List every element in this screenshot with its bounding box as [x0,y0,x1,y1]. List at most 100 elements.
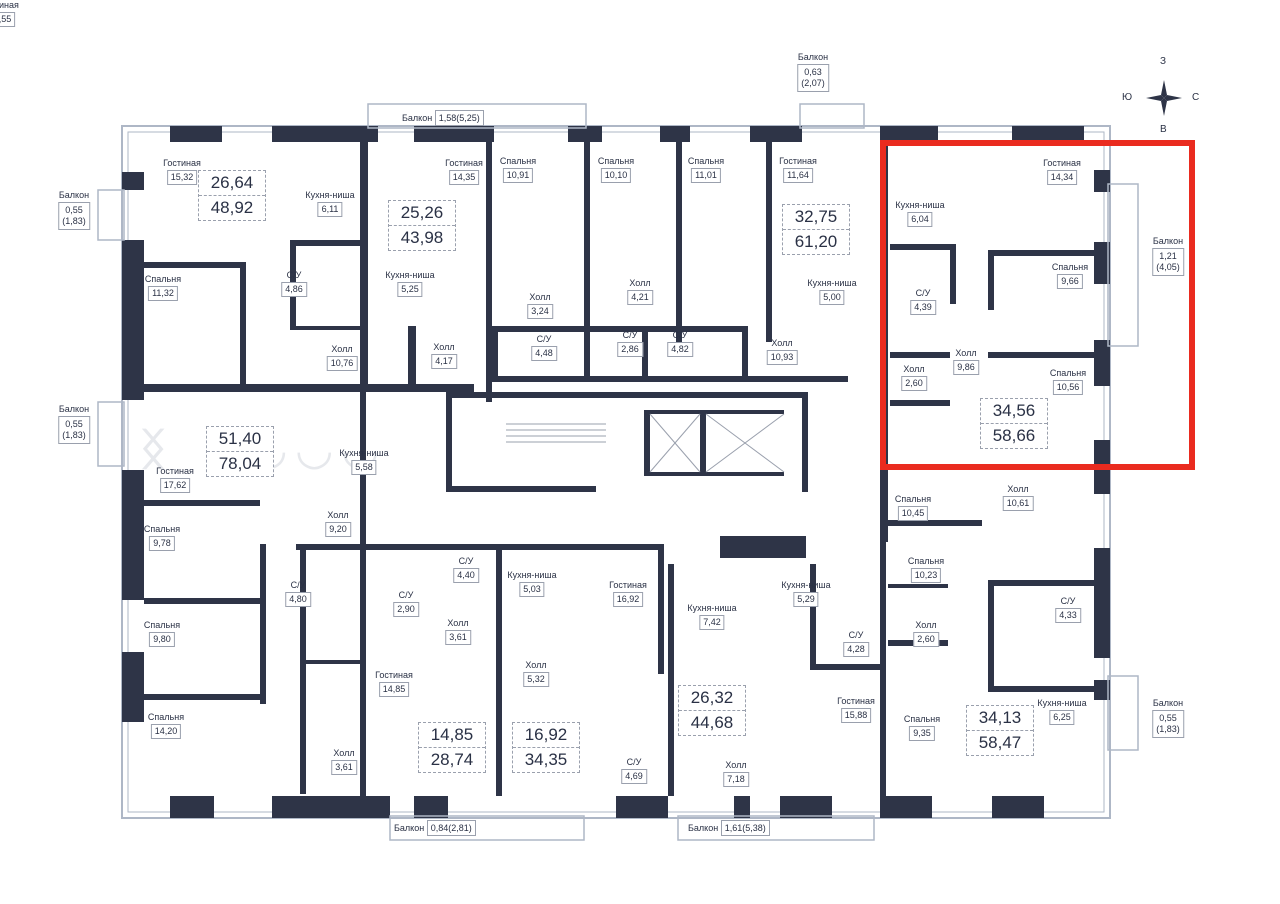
balcony-area-line: (1,83) [62,216,86,226]
room-name: Холл [955,348,977,358]
room-area: 10,10 [600,168,632,183]
room-name: Спальня [499,156,537,166]
room-area: 6,25 [1049,710,1075,725]
balcony-area: 1,21(4,05) [1152,248,1184,276]
balcony-area-line: 1,21 [1159,251,1177,261]
room-area: 10,56 [1052,380,1084,395]
room-area: 4,39 [910,300,936,315]
room-label: Спальня 11,32 [145,274,181,301]
room-name: Гостиная [0,0,19,10]
living-area: 14,85 [419,723,485,748]
room-area: 14,55 [0,12,16,27]
room-area: 15,32 [166,170,198,185]
room-label: Кухня-ниша 5,58 [339,448,389,475]
room-area: 5,00 [819,290,845,305]
balcony-name: Балкон [58,190,90,200]
room-area: 11,01 [691,168,721,183]
room-label: Спальня 9,80 [144,620,180,647]
room-name: С/У [848,630,864,640]
balcony-area-line: (1,83) [1156,724,1180,734]
room-area: 3,61 [445,630,471,645]
room-name: С/У [915,288,931,298]
room-name: Холл [331,344,353,354]
room-area: 10,91 [502,168,534,183]
room-area: 4,21 [627,290,653,305]
balcony-name: Балкон [58,404,90,414]
balcony-area-line: (4,05) [1156,262,1180,272]
room-label: Спальня 10,91 [500,156,536,183]
room-area: 9,80 [149,632,175,647]
balcony-name: Балкон [797,52,829,62]
room-area: 11,64 [783,168,813,183]
room-name: Холл [525,660,547,670]
room-name: С/У [1060,596,1076,606]
room-name: С/У [286,270,302,280]
room-area: 2,86 [617,342,643,357]
balcony-area-line: 0,55 [65,205,83,215]
room-label: Кухня-ниша 5,25 [385,270,435,297]
room-area: 16,92 [612,592,644,607]
balcony-area: 0,55(1,83) [58,202,90,230]
room-label: Холл 4,21 [627,278,653,305]
room-name: Спальня [144,274,182,284]
room-name: Гостиная [779,156,817,166]
balcony-outlines [97,103,1139,841]
room-area: 9,78 [149,536,175,551]
room-name: Спальня [907,556,945,566]
room-area: 14,35 [448,170,480,185]
room-name: С/У [290,580,306,590]
balcony-name: Балкон [402,113,435,123]
room-name: Холл [333,748,355,758]
room-area: 5,25 [397,282,423,297]
staircase [506,413,785,473]
room-area: 9,86 [953,360,979,375]
total-area: 44,68 [690,713,734,732]
balcony-area-line: (2,07) [801,78,825,88]
room-name: Спальня [147,712,185,722]
room-name: Кухня-ниша [781,580,831,590]
room-name: Гостиная [445,158,483,168]
selected-apartment-highlight[interactable] [880,140,1195,470]
room-area: 2,90 [393,602,419,617]
room-name: Спальня [143,620,181,630]
room-area: 11,32 [148,286,178,301]
compass-east: С [1192,92,1200,103]
balcony-name: Балкон [394,823,427,833]
room-name: Холл [629,278,651,288]
room-area: 5,03 [519,582,545,597]
room-name: Кухня-ниша [339,448,389,458]
balcony-area: 1,61(5,38) [720,820,770,836]
room-area: 5,58 [351,460,377,475]
room-name: Кухня-ниша [385,270,435,280]
room-name: Спальня [143,524,181,534]
